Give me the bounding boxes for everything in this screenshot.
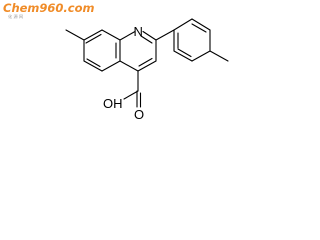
bond-n-c2-inner <box>140 35 153 44</box>
bond-methyl-left <box>65 29 85 41</box>
bond-t4-t5 <box>191 50 211 62</box>
hydroxyl-label: OH <box>103 96 123 111</box>
watermark-logo-text: Chem960.com <box>3 1 95 15</box>
watermark-tagline: 化 源 网 <box>8 13 23 20</box>
carboxylic-acid-group: OH O <box>103 70 144 122</box>
bond-c8a-n <box>119 30 136 41</box>
tolyl-ring <box>173 18 211 62</box>
bond-t5-t6-inner <box>177 48 192 58</box>
bond-c2-aryl <box>155 29 175 41</box>
watermark-logo: Chem960.com 化 源 网 <box>3 1 95 20</box>
pyridine-ring <box>119 30 157 72</box>
bond-c5-c6-inner <box>85 33 102 44</box>
bond-c3-c4 <box>137 60 157 72</box>
bond-c3-c4-inner <box>138 57 153 67</box>
bond-c4a-c4 <box>101 60 121 72</box>
carbonyl-oxygen-label: O <box>134 107 144 122</box>
bond-t1-t2 <box>173 18 193 31</box>
nitrogen-label: N <box>134 24 143 39</box>
chemical-structure-diagram: Chem960.com 化 源 网 N OH O <box>3 1 229 122</box>
bond-t5-t6 <box>173 50 193 62</box>
bond-methyl-right <box>209 50 229 62</box>
bond-c4-c4a <box>119 60 139 72</box>
bond-c4-c5-inner <box>86 58 101 68</box>
bond-t2-t3 <box>191 18 211 31</box>
benzo-ring <box>83 29 121 72</box>
bond-c5-c6 <box>83 29 103 41</box>
bond-carboxyl-oh <box>123 90 139 100</box>
bond-c4-c5 <box>83 60 103 72</box>
bond-t2-t3-inner <box>191 23 207 33</box>
bond-c6-c8a <box>101 29 121 41</box>
bond-n-c2 <box>142 30 157 41</box>
